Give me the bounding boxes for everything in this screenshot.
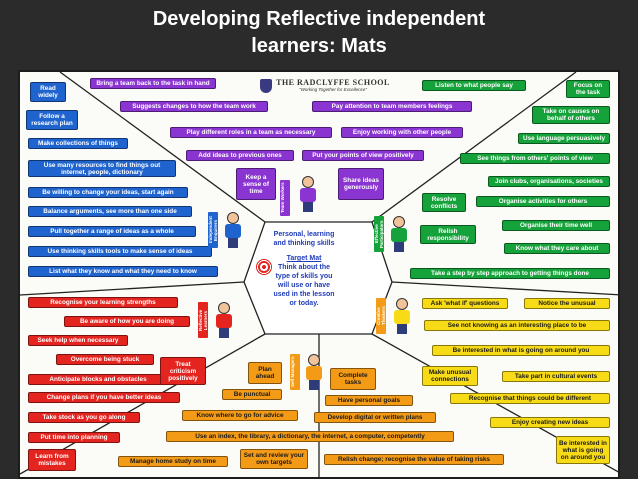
center-instruction-line: type of skills you xyxy=(275,273,333,280)
slide-title: Developing Reflective independent learne… xyxy=(0,6,638,60)
team-workers-item: Add ideas to previous ones xyxy=(186,150,294,161)
effective-participators-item: Take on causes on behalf of others xyxy=(532,106,610,124)
independent-enquirers-item: Be willing to change your ideas, start a… xyxy=(28,187,188,198)
reflective-learners-item: Seek help when necessary xyxy=(28,335,128,346)
self-managers-item: Have personal goals xyxy=(325,395,413,406)
self-managers-item: Plan ahead xyxy=(248,362,282,384)
school-tagline: "Working Together for Excellence" xyxy=(298,87,368,92)
slide-title-line-2: learners: Mats xyxy=(251,35,387,57)
target-mat-title: Target Mat xyxy=(286,255,322,262)
self-managers-item: Know where to go for advice xyxy=(182,410,298,421)
self-managers-item: Be punctual xyxy=(222,389,282,400)
reflective-learners-item: Put time into planning xyxy=(28,432,120,443)
independent-enquirers-item: Use thinking skills tools to make sense … xyxy=(28,246,212,257)
target-icon xyxy=(256,259,272,275)
effective-participator-character-icon xyxy=(389,216,409,252)
reflective-learners-item: Change plans if you have better ideas xyxy=(28,392,180,403)
team-workers-item: Bring a team back to the task in hand xyxy=(90,78,216,89)
team-workers-item: Share ideas generously xyxy=(338,168,384,200)
reflective-learners-item: Learn from mistakes xyxy=(28,449,76,471)
center-panel: Personal, learning and thinking skills T… xyxy=(263,230,345,308)
independent-enquirers-tag: Independent Enquirers xyxy=(208,212,218,248)
center-heading-line-2: and thinking skills xyxy=(273,240,335,247)
team-worker-character-icon xyxy=(298,176,318,212)
reflective-learners-tag: Reflective Learners xyxy=(198,302,208,338)
team-workers-tag: Team Workers xyxy=(280,180,290,216)
self-managers-item: Use an index, the library, a dictionary,… xyxy=(166,431,454,442)
reflective-learners-item: Be aware of how you are doing xyxy=(64,316,190,327)
effective-participators-item: Organise activities for others xyxy=(476,196,610,207)
reflective-learners-item: Take stock as you go along xyxy=(28,412,140,423)
creative-thinkers-item: Notice the unusual xyxy=(524,298,610,309)
target-mat: THE RADCLYFFE SCHOOL "Working Together f… xyxy=(18,70,620,479)
effective-participators-item: Use language persuasively xyxy=(518,133,610,144)
effective-participators-item: Focus on the task xyxy=(566,80,610,98)
independent-enquirers-item: Make collections of things xyxy=(28,138,128,149)
reflective-learners-item: Overcome being stuck xyxy=(56,354,154,365)
reflective-learner-character-icon xyxy=(214,302,234,338)
self-managers-item: Manage home study on time xyxy=(118,456,228,467)
self-manager-character-icon xyxy=(304,354,324,390)
effective-participators-item: Listen to what people say xyxy=(422,80,526,91)
effective-participators-item: Resolve conflicts xyxy=(422,193,466,212)
effective-participators-item: Organise their time well xyxy=(502,220,610,231)
independent-enquirers-item: Pull together a range of ideas as a whol… xyxy=(28,226,196,237)
center-instruction-line: or today. xyxy=(289,300,319,307)
team-workers-item: Suggests changes to how the team work xyxy=(120,101,268,112)
center-heading-line-1: Personal, learning xyxy=(273,231,335,238)
creative-thinkers-item: Make unusual connections xyxy=(422,366,478,386)
independent-enquirers-item: List what they know and what they need t… xyxy=(28,266,218,277)
creative-thinkers-item: See not knowing as an interesting place … xyxy=(424,320,610,331)
independent-enquirers-item: Follow a research plan xyxy=(26,110,78,130)
self-managers-item: Relish change; recognise the value of ta… xyxy=(324,454,504,465)
independent-enquirers-item: Balance arguments, see more than one sid… xyxy=(28,206,192,217)
team-workers-item: Pay attention to team members feelings xyxy=(312,101,472,112)
center-instruction-line: Think about the xyxy=(277,264,331,271)
creative-thinkers-item: Be interested in what is going on around… xyxy=(556,436,610,464)
reflective-learners-item: Anticipate blocks and obstacles xyxy=(28,374,168,385)
creative-thinkers-item: Enjoy creating new ideas xyxy=(490,417,610,428)
effective-participators-tag: Effective Participators xyxy=(374,216,384,252)
creative-thinker-character-icon xyxy=(392,298,412,334)
team-workers-item: Play different roles in a team as necess… xyxy=(170,127,332,138)
reflective-learners-item: Treat criticism positively xyxy=(160,357,206,385)
school-logo: THE RADCLYFFE SCHOOL "Working Together f… xyxy=(260,78,396,98)
effective-participators-item: Take a step by step approach to getting … xyxy=(410,268,610,279)
slide-title-line-1: Developing Reflective independent xyxy=(152,8,486,30)
independent-enquirers-item: Use many resources to find things out in… xyxy=(28,160,176,177)
self-managers-item: Set and review your own targets xyxy=(240,449,308,469)
creative-thinkers-item: Take part in cultural events xyxy=(502,371,610,382)
reflective-learners-item: Recognise your learning strengths xyxy=(28,297,178,308)
effective-participators-item: Know what they care about xyxy=(504,243,610,254)
effective-participators-item: See things from others' points of view xyxy=(460,153,610,164)
center-instruction-line: used in the lesson xyxy=(273,291,335,298)
self-managers-tag: Self Managers xyxy=(290,354,300,390)
team-workers-item: Enjoy working with other people xyxy=(341,127,463,138)
self-managers-item: Complete tasks xyxy=(330,368,376,390)
self-managers-item: Develop digital or written plans xyxy=(314,412,436,423)
creative-thinkers-item: Ask 'what if' questions xyxy=(422,298,508,309)
team-workers-item: Keep a sense of time xyxy=(236,168,276,200)
team-workers-item: Put your points of view positively xyxy=(302,150,424,161)
effective-participators-item: Relish responsibility xyxy=(420,225,476,244)
effective-participators-item: Join clubs, organisations, societies xyxy=(488,176,610,187)
school-name: THE RADCLYFFE SCHOOL xyxy=(276,78,390,87)
creative-thinkers-tag: Creative Thinkers xyxy=(376,298,386,334)
school-crest-icon xyxy=(260,79,272,93)
independent-enquirers-item: Read widely xyxy=(30,82,66,102)
independent-enquirer-character-icon xyxy=(223,212,243,248)
creative-thinkers-item: Be interested in what is going on around… xyxy=(432,345,610,356)
creative-thinkers-item: Recognise that things could be different xyxy=(450,393,610,404)
center-instruction-line: will use or have xyxy=(277,282,331,289)
